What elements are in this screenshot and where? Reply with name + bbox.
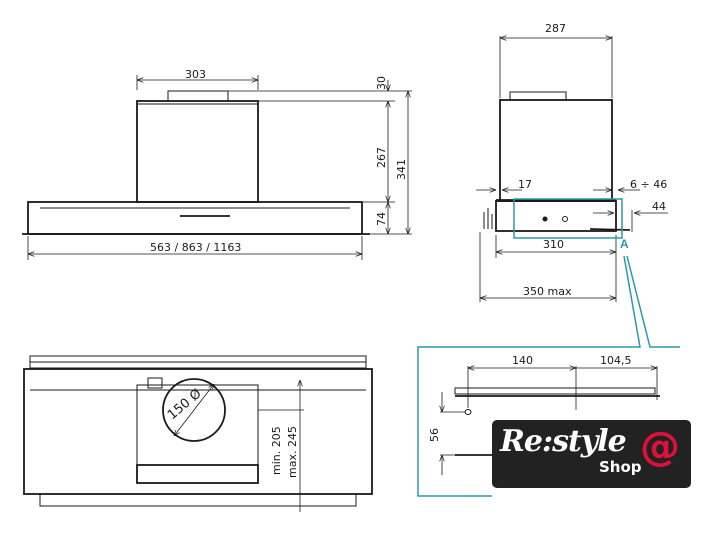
dim-chimney-height: 267	[375, 147, 388, 168]
dim-depth-body: 310	[543, 238, 564, 251]
dim-detail-left: 140	[512, 354, 533, 367]
dim-chimney-gap: 30	[375, 76, 388, 90]
detail-marker: A	[620, 237, 629, 251]
side-view: 287 17 6 ÷ 46 44 310 350 max A	[417, 22, 680, 497]
dim-offset-left: 17	[518, 178, 532, 191]
at-cart-icon: @	[640, 424, 680, 470]
dim-overhang: 44	[652, 200, 666, 213]
dim-detail-height: 56	[428, 428, 441, 442]
detail-a: 140 104,5 56	[428, 354, 660, 475]
dim-width-top: 303	[185, 68, 206, 81]
dim-total-height: 341	[395, 159, 408, 180]
logo-sub: Shop	[599, 458, 642, 476]
dim-depth-top: 287	[545, 22, 566, 35]
dim-depth-max: 350 max	[523, 285, 572, 298]
dim-offset-right: 6 ÷ 46	[630, 178, 667, 191]
dim-width-options: 563 / 863 / 1163	[150, 241, 241, 254]
bottom-view: 150 Ø min. 205 max. 245	[23, 355, 373, 512]
dim-outlet-diameter: 150 Ø	[165, 386, 205, 423]
dim-detail-right: 104,5	[600, 354, 632, 367]
dim-min-distance: min. 205	[270, 426, 283, 475]
front-view: 303 30 267 74 341 563 / 863 / 1163	[22, 68, 412, 260]
logo-brand: Re:style	[500, 424, 627, 459]
dim-body-height: 74	[375, 212, 388, 226]
restyle-shop-logo: Re:style Shop @	[492, 420, 691, 488]
dim-max-distance: max. 245	[286, 426, 299, 478]
